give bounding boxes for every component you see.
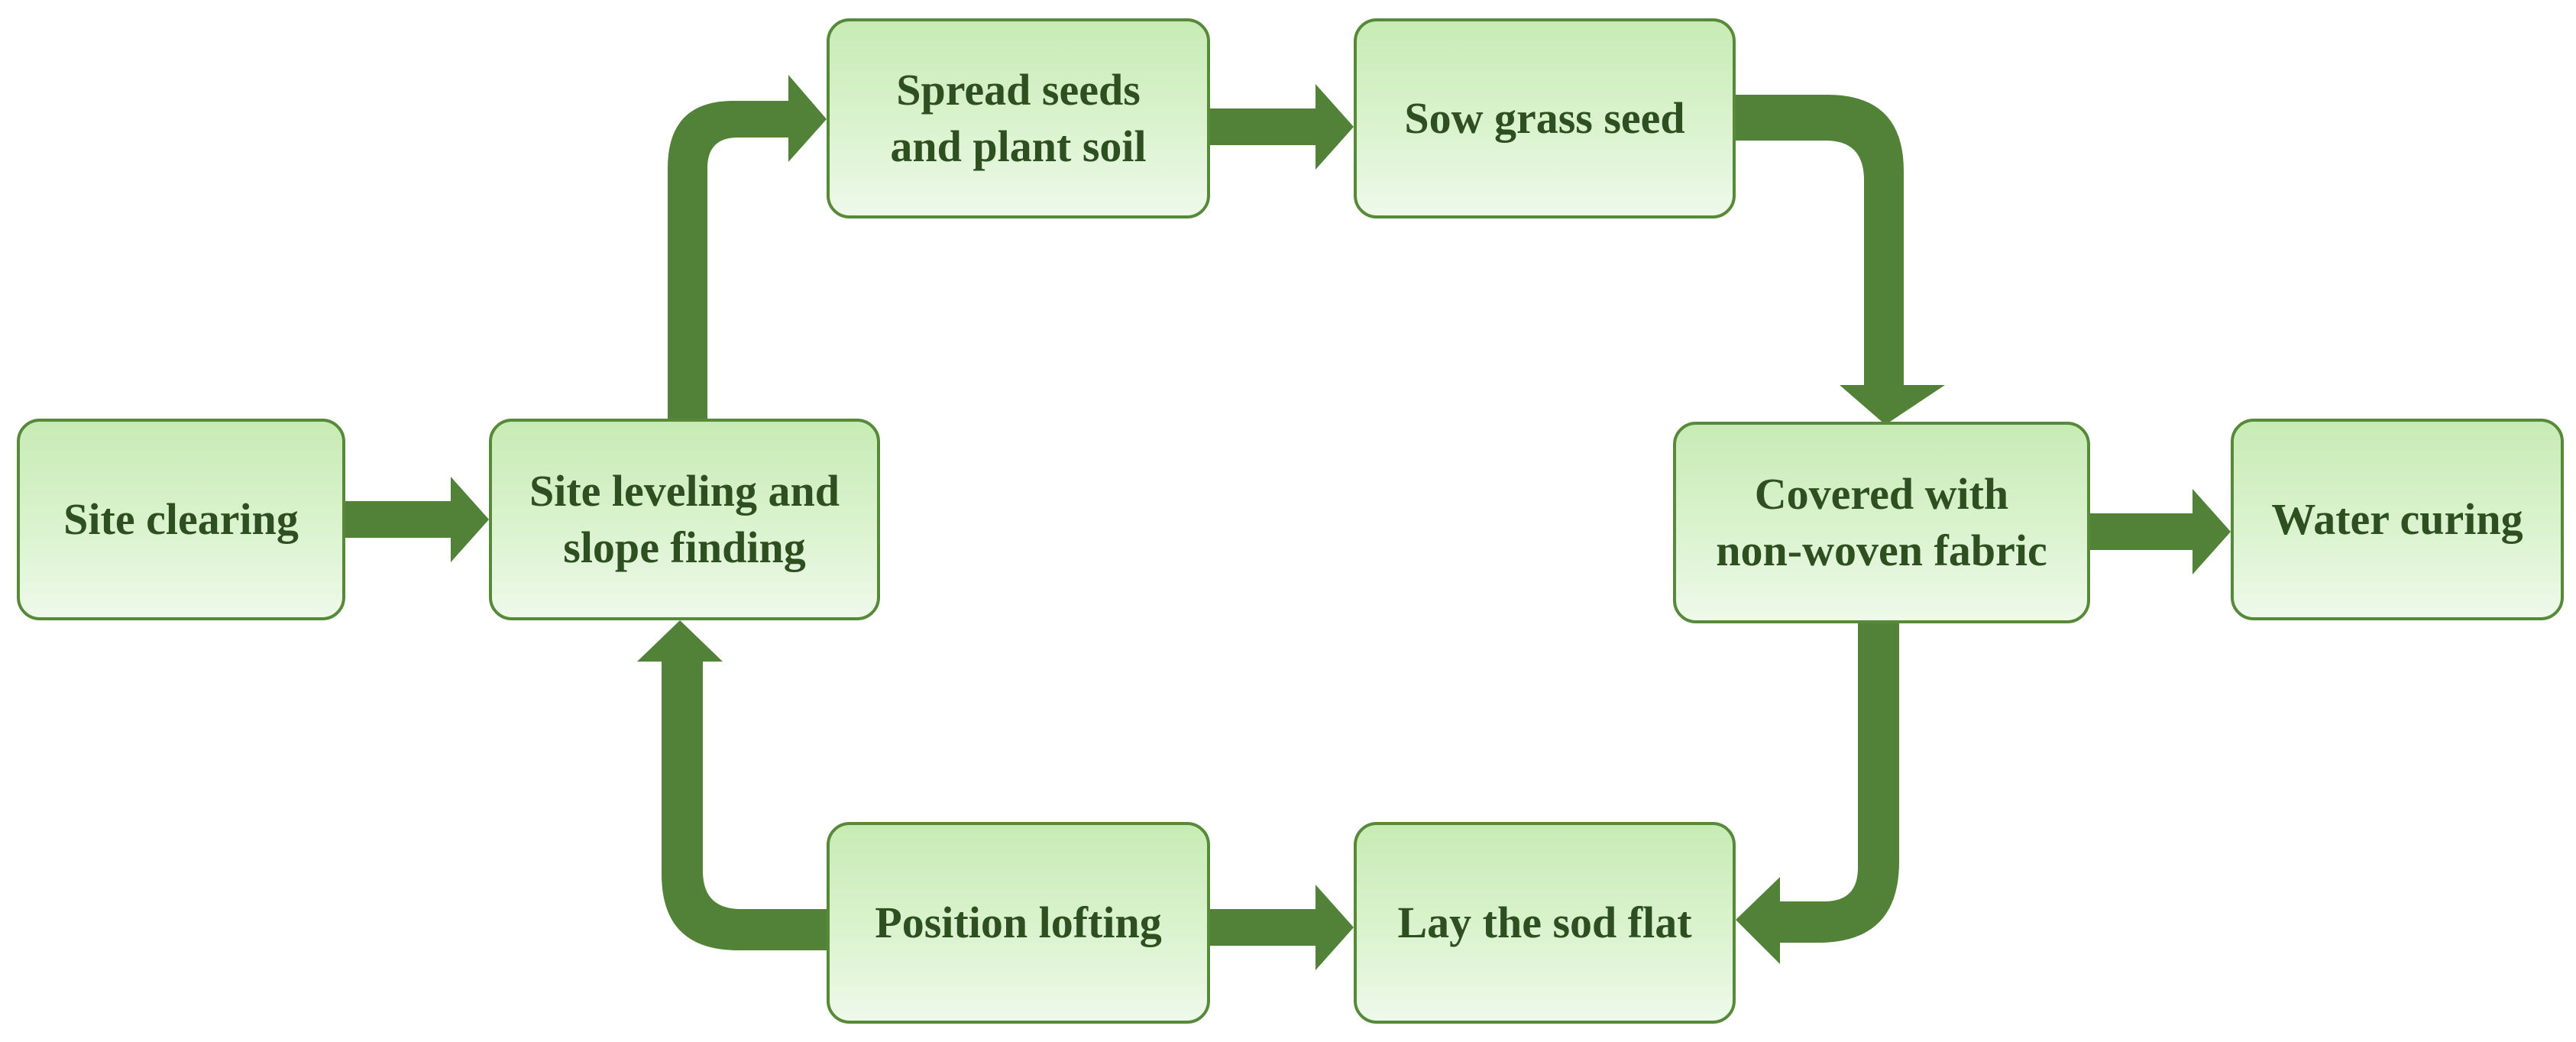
- node-label: Site clearing: [63, 494, 299, 544]
- node-site-clearing: Site clearing: [17, 419, 345, 620]
- node-label: Spread seeds and plant soil: [890, 65, 1147, 171]
- node-label: Water curing: [2271, 494, 2523, 544]
- arrow-spread-seeds-to-sow-grass: [1210, 84, 1354, 170]
- node-label: Sow grass seed: [1404, 93, 1685, 143]
- node-position-lofting: Position lofting: [827, 822, 1210, 1024]
- node-lay-sod-flat: Lay the sod flat: [1354, 822, 1736, 1024]
- node-covered-fabric: Covered with non-woven fabric: [1673, 422, 2090, 623]
- arrow-clearing-to-leveling: [345, 477, 489, 562]
- node-water-curing: Water curing: [2231, 419, 2564, 620]
- node-label: Position lofting: [875, 898, 1162, 947]
- node-label: Site leveling and slope finding: [529, 466, 840, 572]
- arrow-leveling-to-spread-seeds: [668, 75, 827, 419]
- node-site-leveling: Site leveling and slope finding: [489, 419, 880, 620]
- arrow-sow-grass-to-covered: [1736, 95, 1945, 425]
- node-spread-seeds: Spread seeds and plant soil: [827, 18, 1210, 218]
- node-label: Lay the sod flat: [1397, 898, 1692, 947]
- arrow-position-to-leveling: [637, 620, 827, 950]
- arrow-covered-to-lay-sod: [1736, 623, 1899, 964]
- node-sow-grass-seed: Sow grass seed: [1354, 18, 1736, 218]
- arrow-covered-to-water-curing: [2090, 489, 2231, 574]
- node-label: Covered with non-woven fabric: [1716, 469, 2047, 575]
- arrow-position-to-lay-sod: [1210, 885, 1354, 970]
